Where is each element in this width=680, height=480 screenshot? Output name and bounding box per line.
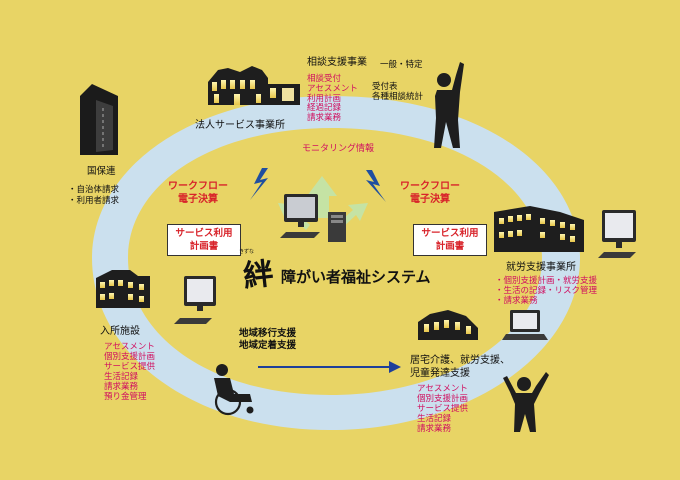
transition-line: 地域定着支援 (239, 339, 297, 351)
computer-icon (280, 194, 346, 242)
system-title: 障がい者福祉システム (281, 268, 431, 286)
wheelchair-icon (214, 364, 254, 416)
home-care-title-line: 児童発達支援 (410, 367, 470, 379)
plan-left-line: 計画書 (189, 240, 219, 252)
national-item: ・利用者請求 (68, 195, 120, 206)
workflow-left-line: 電子決算 (178, 194, 218, 205)
home-care-items: アセスメント 個別支援計画 サービス提供 生活記録 請求業務 (417, 384, 468, 434)
lightning-icon (250, 168, 268, 200)
computer-icon (598, 210, 636, 258)
home-care-item: 請求業務 (417, 424, 452, 435)
residential-item: サービス提供 (104, 362, 156, 373)
transition-label: 地域移行支援 地域定着支援 (239, 328, 296, 352)
residential-item: 個別支援計画 (104, 352, 156, 363)
consultation-item: アセスメント (307, 83, 358, 94)
home-care-item: 個別支援計画 (417, 394, 469, 405)
consultation-right-items: 受付表 各種相談統計 (372, 82, 423, 102)
workflow-right-line: ワークフロー (400, 181, 460, 192)
employment-item: ・請求業務 (495, 296, 538, 307)
home-care-title-line: 居宅介護、就労支援、 (410, 355, 510, 366)
consultation-item: 相談受付 (307, 74, 342, 84)
workflow-left-line: ワークフロー (168, 181, 228, 192)
employment-item: ・個別支援計画・就労支援 (495, 276, 598, 286)
logo-reading: きずな (239, 249, 255, 255)
plan-box-left: サービス利用 計画書 (167, 224, 241, 256)
residential-item: アセスメント (104, 342, 155, 352)
system-logo: 絆 (241, 256, 276, 295)
corporate-title: 法人サービス事業所 (195, 120, 285, 131)
consultation-item: 経過記録 (307, 103, 342, 114)
plan-right-line: サービス利用 (421, 228, 479, 239)
consultation-right-item: 各種相談統計 (372, 92, 424, 103)
residential-item: 預り金管理 (104, 392, 147, 403)
consultation-items: 相談受付 アセスメント 利用計画 経過記録 請求業務 (307, 74, 358, 124)
consultation-right-item: 受付表 (372, 82, 398, 92)
computer-icon (174, 276, 216, 324)
home-care-item: 生活記録 (417, 414, 452, 425)
workflow-right-label: ワークフロー 電子決算 (400, 180, 460, 206)
residential-items: アセスメント 個別支援計画 サービス提供 生活記録 請求業務 預り金管理 (104, 342, 155, 402)
plan-left-line: サービス利用 (175, 228, 233, 239)
child-icon (503, 372, 549, 432)
workflow-left-label: ワークフロー 電子決算 (168, 180, 228, 206)
national-item: ・自治体請求 (68, 185, 120, 195)
house-building-icon (418, 310, 478, 340)
consultation-subtitle: 一般・特定 (380, 60, 423, 70)
employment-building-icon (494, 206, 584, 252)
residential-title: 入所施設 (100, 326, 140, 337)
national-items: ・自治体請求 ・利用者請求 (68, 185, 119, 206)
plan-box-right: サービス利用 計画書 (413, 224, 487, 256)
home-care-title: 居宅介護、就労支援、 児童発達支援 (410, 355, 510, 380)
person-icon (434, 62, 464, 148)
transition-line: 地域移行支援 (239, 328, 297, 339)
plan-right-line: 計画書 (435, 240, 465, 252)
workflow-right-line: 電子決算 (410, 194, 450, 205)
corporate-building-icon (208, 66, 300, 105)
flow-arrow (258, 361, 401, 373)
facility-building-icon (96, 270, 150, 308)
residential-item: 生活記録 (104, 372, 139, 383)
employment-items: ・個別支援計画・就労支援 ・生活の記録・リスク管理 ・請求業務 (495, 276, 597, 307)
monitoring-label: モニタリング情報 (302, 144, 375, 154)
employment-item: ・生活の記録・リスク管理 (495, 286, 598, 297)
home-care-item: アセスメント (417, 384, 468, 394)
consultation-item: 請求業務 (307, 113, 342, 124)
residential-item: 請求業務 (104, 382, 139, 393)
employment-title: 就労支援事業所 (506, 262, 576, 273)
national-title: 国保連 (87, 166, 116, 177)
laptop-icon (502, 310, 548, 340)
consultation-title: 相談支援事業 (307, 57, 367, 68)
consultation-item: 利用計画 (307, 93, 342, 104)
home-care-item: サービス提供 (417, 404, 469, 415)
national-building-icon (80, 84, 118, 155)
